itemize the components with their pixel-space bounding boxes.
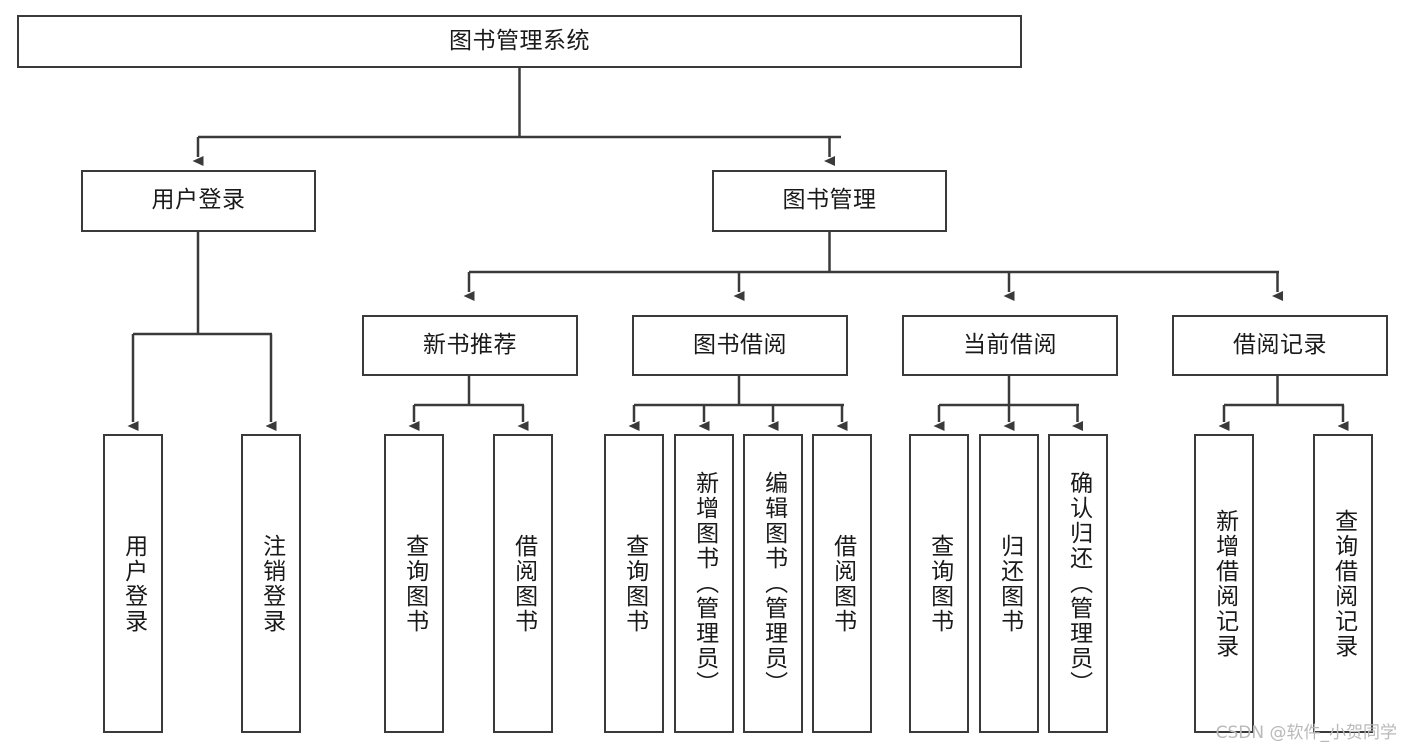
node-label: 借阅记录 [1233, 331, 1327, 358]
node-label: 查询图书 [401, 533, 428, 634]
node-label: 查询图书 [926, 533, 953, 634]
node-label: 注销登录 [258, 533, 285, 634]
leaf-borrow-edit-book[interactable]: 编辑图书（管理员） [743, 434, 803, 733]
node-label: 用户登录 [151, 187, 246, 214]
leaf-borrow-borrow-book[interactable]: 借阅图书 [812, 434, 872, 733]
leaf-record-query[interactable]: 查询借阅记录 [1313, 434, 1373, 733]
node-book-management[interactable]: 图书管理 [712, 170, 947, 232]
node-label: 新书推荐 [423, 331, 517, 358]
node-book-borrow[interactable]: 图书借阅 [632, 315, 848, 376]
csdn-watermark: CSDN @软件_小贺同学 [1215, 723, 1397, 743]
node-label: 图书管理系统 [449, 27, 590, 54]
node-current-borrow[interactable]: 当前借阅 [902, 315, 1118, 376]
node-label: 编辑图书（管理员） [760, 471, 787, 696]
node-label: 用户登录 [120, 533, 147, 634]
leaf-current-return-book[interactable]: 归还图书 [979, 434, 1039, 733]
node-borrow-record[interactable]: 借阅记录 [1172, 315, 1388, 376]
node-label: 图书借阅 [693, 331, 787, 358]
leaf-borrow-add-book[interactable]: 新增图书（管理员） [674, 434, 734, 733]
leaf-new-book-query[interactable]: 查询图书 [384, 434, 444, 733]
leaf-current-confirm-return[interactable]: 确认归还（管理员） [1048, 434, 1108, 733]
node-label: 当前借阅 [963, 331, 1057, 358]
leaf-borrow-query-book[interactable]: 查询图书 [604, 434, 664, 733]
leaf-user-login-logout[interactable]: 注销登录 [241, 434, 301, 733]
node-label: 确认归还（管理员） [1065, 471, 1092, 696]
node-label: 图书管理 [782, 187, 877, 214]
node-label: 新增图书（管理员） [691, 471, 718, 696]
node-label: 查询借阅记录 [1330, 508, 1357, 659]
node-root-system[interactable]: 图书管理系统 [17, 15, 1022, 68]
leaf-record-add[interactable]: 新增借阅记录 [1194, 434, 1254, 733]
leaf-current-query-book[interactable]: 查询图书 [909, 434, 969, 733]
node-label: 借阅图书 [829, 533, 856, 634]
node-label: 查询图书 [621, 533, 648, 634]
leaf-user-login-login[interactable]: 用户登录 [103, 434, 163, 733]
node-label: 归还图书 [996, 533, 1023, 634]
node-new-book-recommend[interactable]: 新书推荐 [362, 315, 578, 376]
leaf-new-book-borrow[interactable]: 借阅图书 [493, 434, 553, 733]
node-label: 借阅图书 [510, 533, 537, 634]
node-user-login[interactable]: 用户登录 [81, 170, 316, 232]
node-label: 新增借阅记录 [1211, 508, 1238, 659]
